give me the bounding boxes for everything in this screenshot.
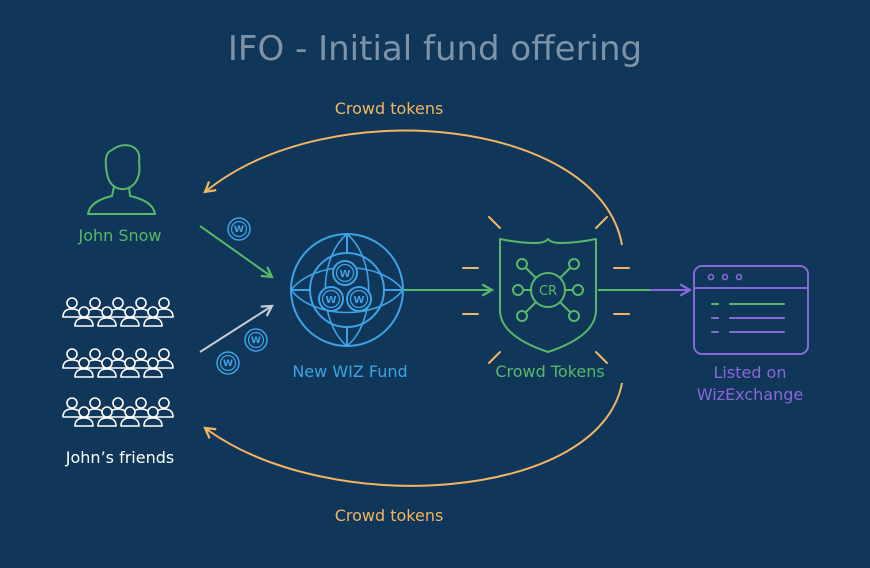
flow-arrow-top <box>203 129 623 246</box>
coin-icon <box>216 217 268 375</box>
shield-badge: CR <box>539 284 557 299</box>
listed-on-wizexchange-label: Listed on WizExchange <box>660 362 840 406</box>
coin-glyph: W <box>339 269 350 280</box>
listed-line-2: WizExchange <box>696 385 804 404</box>
person-icon <box>87 144 156 215</box>
globe-icon <box>290 233 404 347</box>
crowd-icon <box>63 298 173 426</box>
shield-icon <box>499 238 597 353</box>
investment-arrow-john <box>199 225 274 279</box>
page-title: IFO - Initial fund offering <box>227 29 643 69</box>
john-snow-label: John Snow <box>78 226 162 245</box>
coin-glyph: W <box>353 295 364 306</box>
crowd-tokens-label: Crowd Tokens <box>495 362 605 381</box>
flow-label-bottom: Crowd tokens <box>334 506 444 525</box>
flow-arrow-bottom <box>203 382 623 487</box>
browser-window-icon <box>693 265 809 355</box>
coin-glyph: W <box>251 336 261 346</box>
coin-glyph: W <box>325 295 336 306</box>
coin-glyph: W <box>223 359 233 369</box>
coin-glyph: W <box>234 225 244 235</box>
johns-friends-label: John’s friends <box>65 448 175 467</box>
new-wiz-fund-label: New WIZ Fund <box>292 362 408 381</box>
investment-arrow-friends <box>199 304 274 353</box>
shine-rays <box>462 216 630 364</box>
flow-label-top: Crowd tokens <box>334 99 444 118</box>
listed-line-1: Listed on <box>713 363 787 382</box>
